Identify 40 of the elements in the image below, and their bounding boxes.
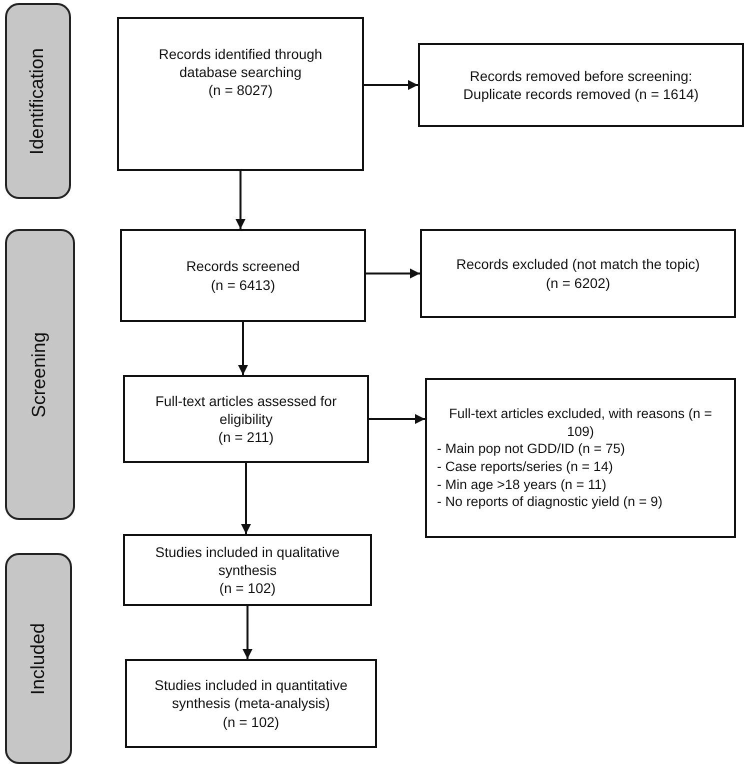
count-text: (n = 211) xyxy=(218,428,274,446)
process-box xyxy=(123,375,369,463)
process-box xyxy=(125,659,377,748)
phase-label: Screening xyxy=(29,332,51,418)
reason-item: - Min age >18 years (n = 11) xyxy=(437,476,608,494)
arrow xyxy=(366,268,420,278)
box-heading: Studies included in qualitative synthesis xyxy=(154,542,341,580)
count-text: (n = 6202) xyxy=(546,274,610,292)
process-box xyxy=(425,378,736,538)
reason-item: - No reports of diagnostic yield (n = 9) xyxy=(437,493,664,511)
count-text: Duplicate records removed (n = 1614) xyxy=(463,85,699,104)
box-heading: Records screened xyxy=(186,257,300,276)
box-heading: Records identified through database searching xyxy=(158,45,324,82)
box-heading: Records removed before screening: xyxy=(470,66,692,85)
phase-label: Identification xyxy=(27,48,49,154)
process-box xyxy=(120,229,366,322)
arrow xyxy=(241,463,251,534)
arrow xyxy=(369,414,425,424)
count-text: (n = 6413) xyxy=(210,276,276,294)
phase-band xyxy=(5,3,71,199)
count-text: (n = 102) xyxy=(222,712,280,731)
box-heading: Studies included in quantitative synthesis (meta-analysis) xyxy=(153,676,349,713)
count-text: (n = 8027) xyxy=(208,81,273,100)
phase-label: Included xyxy=(28,622,50,694)
arrow xyxy=(364,80,418,90)
arrow xyxy=(238,322,248,375)
process-box xyxy=(420,229,736,318)
reason-item: - Main pop not GDD/ID (n = 75) xyxy=(437,440,626,458)
box-heading: Records excluded (not match the topic) xyxy=(456,255,700,274)
box-heading: Full-text articles excluded, with reasons (n = 109) xyxy=(448,405,713,440)
arrow xyxy=(242,606,252,659)
count-text: (n = 102) xyxy=(219,579,276,598)
process-box xyxy=(117,17,364,171)
box-heading: Full-text articles assessed for eligibility xyxy=(154,392,338,428)
phase-band xyxy=(5,553,72,764)
arrow xyxy=(236,171,246,229)
process-box xyxy=(418,43,744,127)
process-box xyxy=(123,534,372,606)
reason-item: - Case reports/series (n = 14) xyxy=(437,458,614,476)
phase-band xyxy=(5,229,75,520)
